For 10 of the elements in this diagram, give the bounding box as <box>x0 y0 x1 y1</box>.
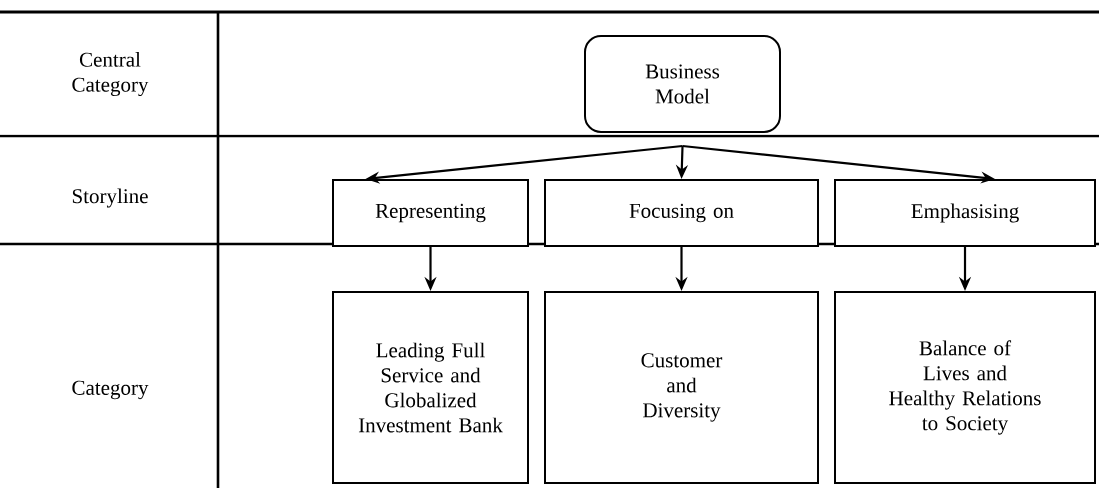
process-box: Representing <box>332 179 529 247</box>
process-box: Balance of Lives and Healthy Relations to Society <box>834 291 1096 484</box>
process-box: Focusing on <box>544 179 819 247</box>
process-box: Emphasising <box>834 179 1096 247</box>
row-header: Central Category <box>72 51 149 97</box>
row-header: Category <box>72 380 149 400</box>
process-box: Customer and Diversity <box>544 291 819 484</box>
process-box: Leading Full Service and Globalized Investment Bank <box>332 291 529 484</box>
rounded-box: Business Model <box>584 35 781 133</box>
row-header: Storyline <box>72 188 148 208</box>
